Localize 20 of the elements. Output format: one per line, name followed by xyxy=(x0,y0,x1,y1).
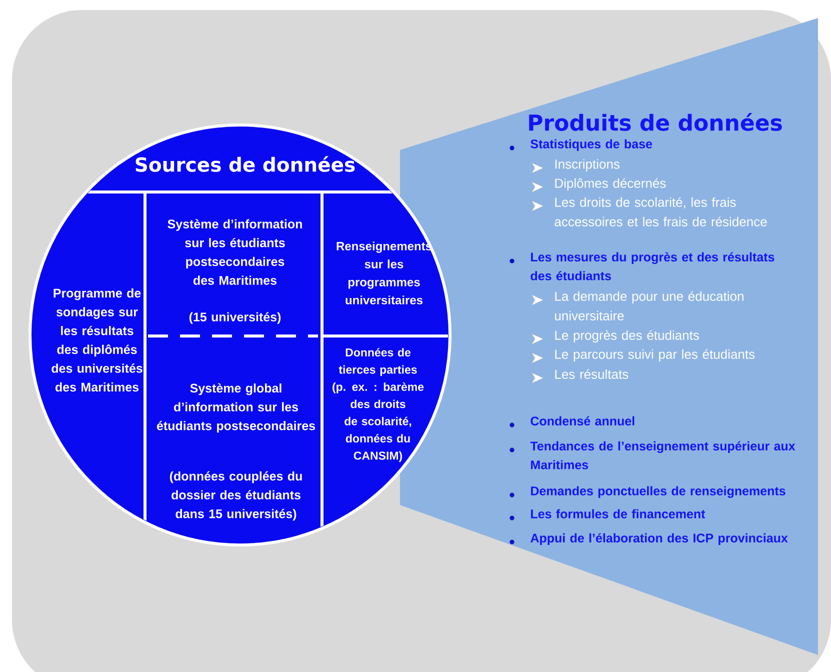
list-item: Statistiques de base xyxy=(530,139,652,151)
list-item: Les droits de scolarité, les frais accessoires et les frais de résidence xyxy=(554,197,767,226)
list-item: Appui de l’élaboration des ICP provinciaux xyxy=(530,533,788,545)
source-cell: Système global d’information sur les étudiants postsecondaires (données couplées du dossier des étudiants dans 15 universités) xyxy=(156,383,316,521)
list-item: Les mesures du progrès et des résultats des étudiants xyxy=(530,252,774,280)
source-cell: Programme de sondages sur les résultats des diplômés des universités des Maritimes xyxy=(52,288,142,392)
list-item: Le parcours suivi par les étudiants xyxy=(555,349,755,362)
list-item: Les résultats xyxy=(555,369,628,379)
list-item: Les formules de financement xyxy=(531,509,706,518)
list-item: Demandes ponctuelles de renseignements xyxy=(531,486,786,498)
list-item: Inscriptions xyxy=(555,159,620,172)
source-cell: Système d’information sur les étudiants postsecondaires des Maritimes (15 universités) xyxy=(168,219,302,324)
list-item: Diplômes décernés xyxy=(555,178,666,190)
list-item: Condensé annuel xyxy=(530,416,634,426)
source-cell: Données de tierces parties (p. ex. : barème des droits de scolarité, données du CANSIM) xyxy=(332,348,424,462)
source-cell: Renseignements sur les programmes universitaires xyxy=(336,242,432,304)
list-item: Tendances de l’enseignement supérieur aux Maritimes xyxy=(530,441,796,470)
list-item: Le progrès des étudiants xyxy=(555,330,699,342)
panel-title: Produits de données xyxy=(529,113,782,131)
list-item: La demande pour une éducation universitaire xyxy=(555,291,744,320)
